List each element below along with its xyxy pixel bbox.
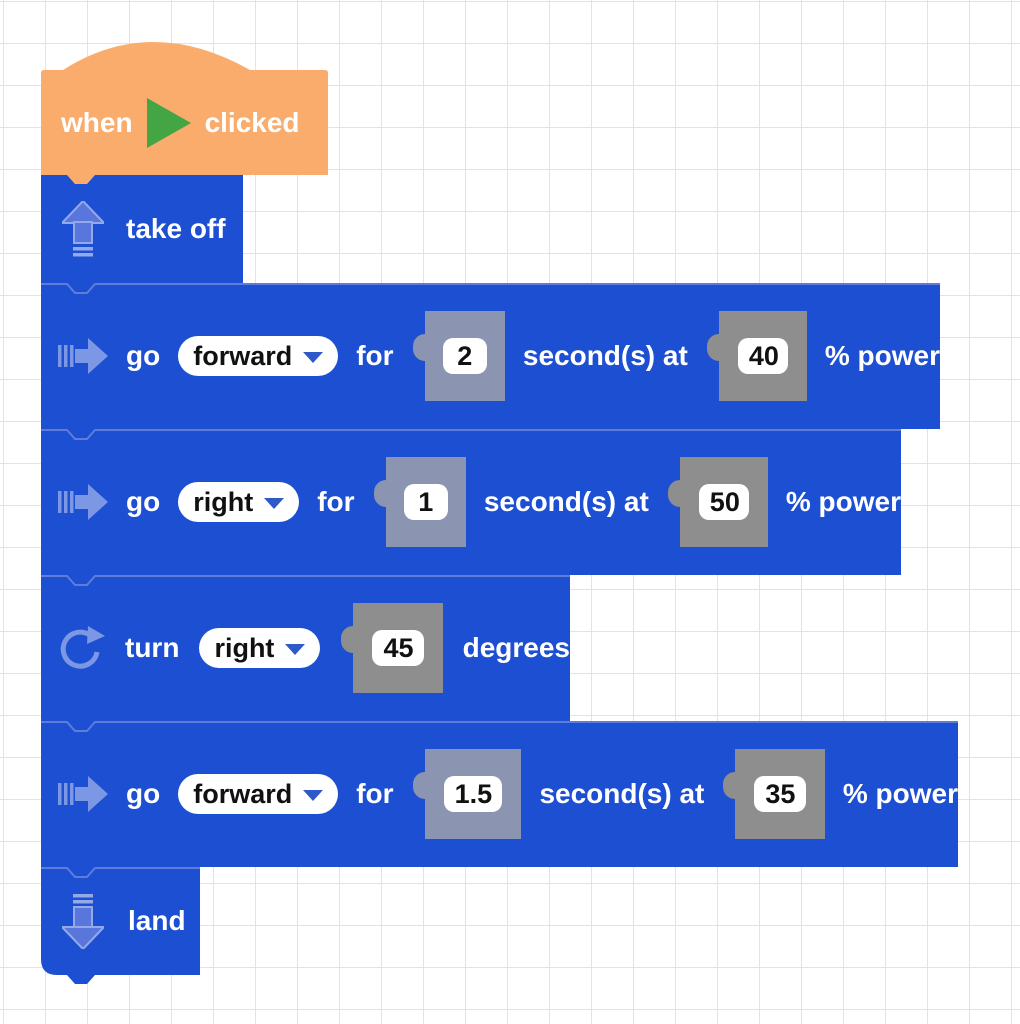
duration-value[interactable]: 1 (403, 484, 448, 520)
puzzle-knob (412, 772, 428, 799)
seconds-at-label: second(s) at (522, 340, 688, 371)
seconds-at-label: second(s) at (539, 778, 705, 809)
turn-label: turn (125, 632, 180, 663)
block-land[interactable]: land (41, 867, 200, 984)
percent-power-label: % power (824, 340, 940, 371)
chevron-down-icon (303, 352, 324, 363)
block-when-clicked[interactable]: when clicked (41, 42, 328, 184)
puzzle-knob (667, 480, 683, 507)
duration-input[interactable]: 1 (373, 457, 466, 547)
block-turn-right[interactable]: turn right 45 degrees (41, 575, 570, 721)
puzzle-knob (412, 334, 428, 361)
land-arrow-icon (62, 893, 104, 949)
puzzle-knob (706, 334, 722, 361)
percent-power-label: % power (785, 486, 901, 517)
direction-value: forward (193, 778, 293, 809)
degrees-value[interactable]: 45 (372, 630, 424, 666)
go-arrow-icon (58, 776, 108, 812)
chevron-down-icon (303, 790, 324, 801)
block-take-off[interactable]: take off (41, 175, 243, 283)
for-label: for (356, 778, 394, 809)
power-input[interactable]: 50 (667, 457, 768, 547)
direction-value: forward (193, 340, 293, 371)
direction-dropdown[interactable]: forward (178, 774, 339, 814)
block-seam (41, 575, 570, 586)
duration-value[interactable]: 1.5 (443, 776, 503, 812)
direction-value: right (193, 486, 254, 517)
direction-dropdown[interactable]: forward (178, 336, 339, 376)
power-value[interactable]: 50 (698, 484, 749, 520)
power-input[interactable]: 40 (706, 311, 807, 401)
clicked-label: clicked (204, 106, 300, 138)
block-go-forward-1[interactable]: go forward for 2 second(s) at 40 % power (41, 283, 940, 429)
puzzle-knob (373, 480, 389, 507)
block-seam (41, 429, 901, 440)
for-label: for (356, 340, 394, 371)
degrees-input[interactable]: 45 (341, 603, 443, 693)
go-arrow-icon (58, 338, 108, 374)
block-seam (41, 283, 940, 294)
go-label: go (126, 486, 161, 517)
block-go-forward-2[interactable]: go forward for 1.5 second(s) at 35 % pow… (41, 721, 958, 867)
block-go-right[interactable]: go right for 1 second(s) at 50 % power (41, 429, 901, 575)
direction-value: right (214, 632, 275, 663)
turn-clockwise-icon (58, 625, 105, 672)
go-label: go (126, 340, 161, 371)
puzzle-knob (723, 772, 739, 799)
takeoff-arrow-icon (62, 201, 104, 257)
duration-input[interactable]: 1.5 (412, 749, 522, 839)
chevron-down-icon (285, 644, 306, 655)
puzzle-knob (341, 626, 357, 653)
power-value[interactable]: 35 (754, 776, 806, 812)
when-label: when (61, 106, 133, 138)
go-label: go (126, 778, 161, 809)
chevron-down-icon (264, 498, 285, 509)
direction-dropdown[interactable]: right (199, 628, 321, 668)
for-label: for (317, 486, 355, 517)
seconds-at-label: second(s) at (483, 486, 649, 517)
green-flag-icon[interactable] (146, 97, 191, 148)
take-off-label: take off (126, 213, 226, 244)
degrees-label: degrees (462, 632, 570, 663)
duration-value[interactable]: 2 (442, 338, 487, 374)
percent-power-label: % power (842, 778, 958, 809)
block-seam (41, 721, 958, 732)
hat-block-shape (41, 42, 328, 184)
direction-dropdown[interactable]: right (178, 482, 300, 522)
go-arrow-icon (58, 484, 108, 520)
duration-input[interactable]: 2 (412, 311, 505, 401)
power-input[interactable]: 35 (723, 749, 825, 839)
land-label: land (128, 905, 186, 936)
power-value[interactable]: 40 (737, 338, 788, 374)
